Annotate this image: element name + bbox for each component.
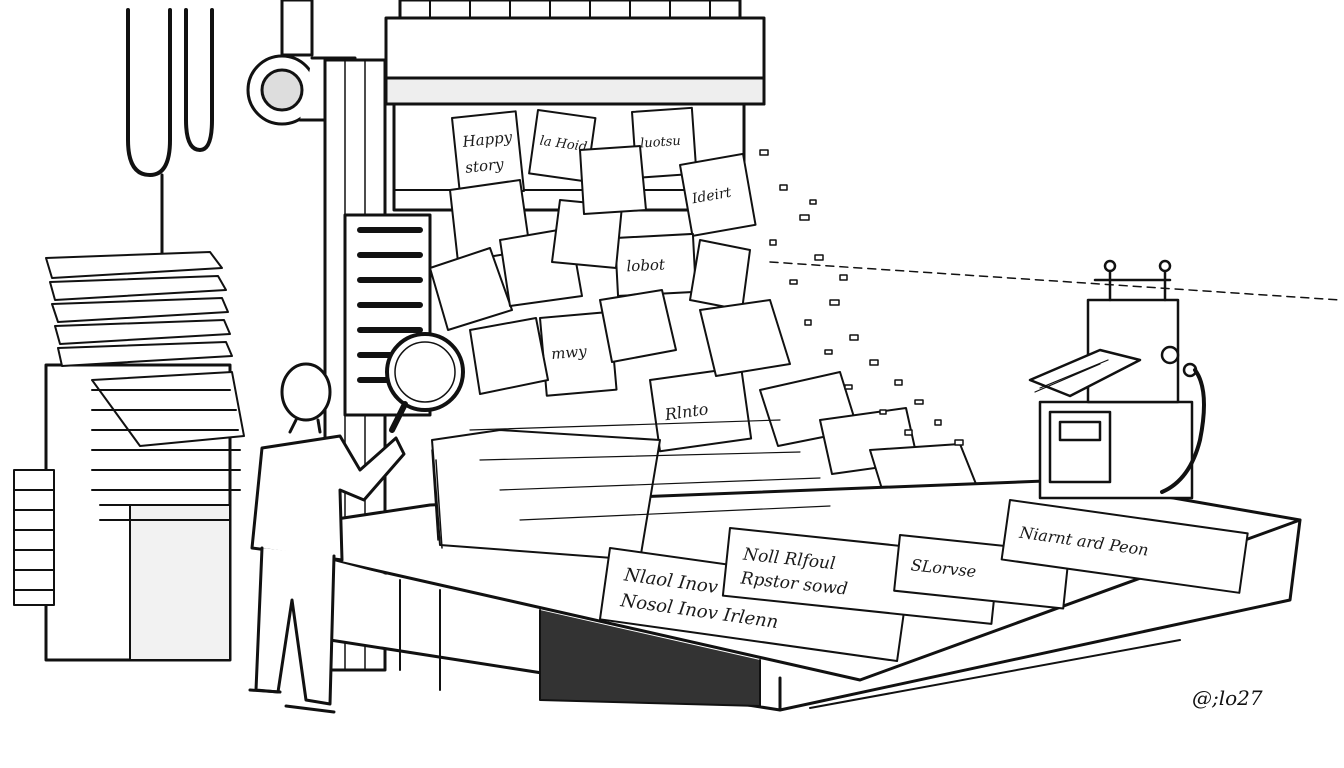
inspector-man — [248, 362, 406, 714]
hanging-cables — [126, 8, 214, 257]
falling-sheet: Ideirt — [679, 152, 757, 237]
table-sheet: Niarnt ard Peon — [1000, 499, 1249, 594]
falling-sheet — [599, 289, 677, 363]
falling-sheet: lobot — [614, 232, 697, 297]
falling-sheet — [429, 247, 513, 331]
sheet-label: luotsu — [640, 134, 682, 152]
falling-sheet — [469, 317, 549, 395]
magnifying-glass-icon — [385, 332, 465, 433]
falling-sheet: luotsu — [631, 106, 698, 179]
small-press-machine — [1028, 259, 1206, 500]
falling-sheets: Happy story la Hoid luotsu Ideirt lobot — [429, 106, 981, 503]
sheet-label: mwy — [550, 342, 587, 363]
falling-sheet: la Hoid — [528, 109, 597, 183]
paper-confetti — [759, 149, 964, 446]
falling-sheet: Happy story — [451, 110, 526, 199]
sheet-label: story — [464, 155, 505, 177]
artist-signature: @;lo27 — [1192, 686, 1263, 710]
sheet-label: Happy — [461, 128, 514, 151]
falling-sheet: mwy — [539, 310, 618, 397]
sheet-label: lobot — [626, 255, 666, 275]
dashed-line — [769, 261, 1341, 301]
falling-sheet — [579, 145, 647, 215]
falling-sheet — [689, 239, 751, 311]
falling-sheet: Rlnto — [649, 366, 753, 453]
paper-stack-left — [13, 251, 245, 662]
sheet-label: la Hoid — [539, 134, 588, 155]
table-sheets: Nlaol Inov Sllarm Nosol Inov Irlenn Noll… — [431, 419, 1249, 663]
sheet-label: Ideirt — [690, 185, 733, 208]
falling-sheet — [699, 299, 791, 377]
